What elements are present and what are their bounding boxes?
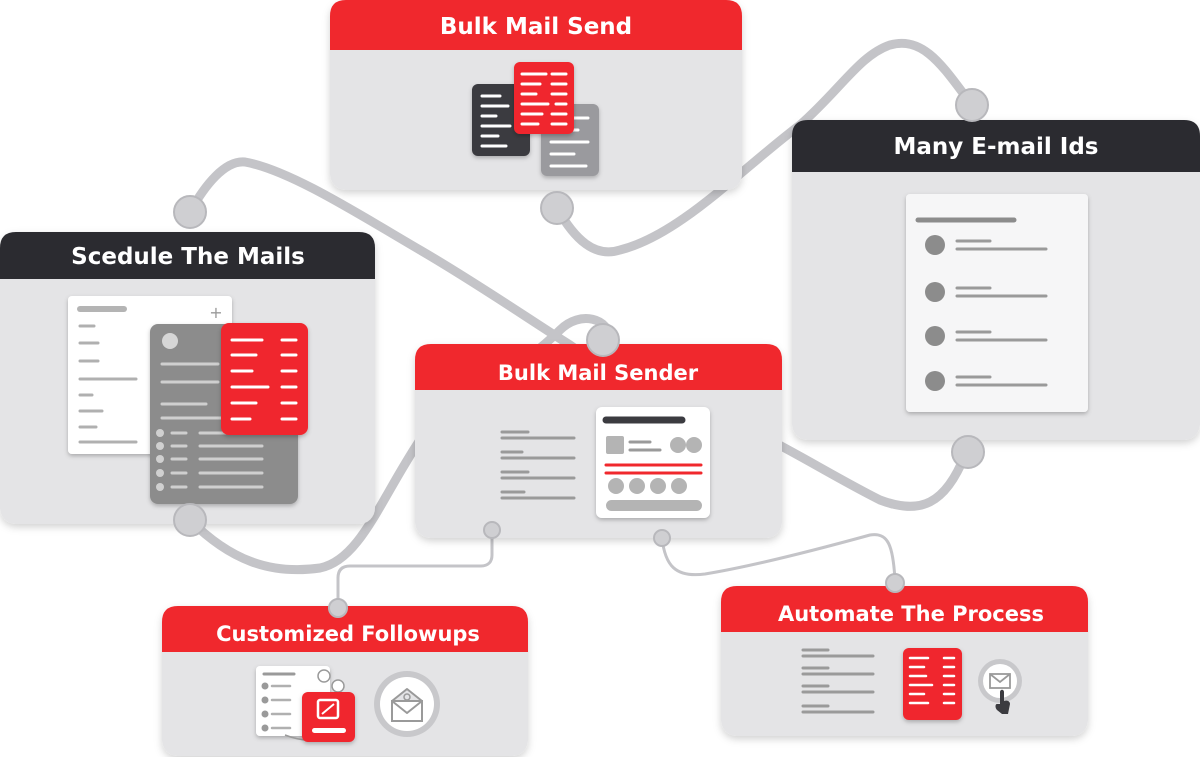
card-title: Scedule The Mails (71, 244, 305, 270)
card-header (721, 586, 1088, 632)
connector-sender-to-automate (660, 533, 897, 582)
email-list-item (925, 371, 1048, 391)
card-header (162, 606, 528, 652)
email-preview-panel (596, 407, 710, 518)
card-title: Bulk Mail Sender (498, 361, 699, 385)
connector-node (328, 598, 348, 618)
connector-node (173, 503, 207, 537)
envelope-icon (374, 671, 440, 737)
card-many-email-ids: Many E-mail Ids (792, 120, 1200, 440)
connector-node (586, 323, 620, 357)
connector-node (955, 88, 989, 122)
connector-node (951, 435, 985, 469)
plus-icon: + (209, 303, 222, 322)
card-title: Bulk Mail Send (440, 14, 632, 40)
email-list-item (925, 326, 1048, 346)
calendar-illustration: + (68, 296, 308, 504)
card-schedule-mails: Scedule The Mails + (0, 232, 375, 524)
connector-sender-to-emailids (755, 430, 970, 511)
card-header (792, 120, 1200, 172)
email-list-item (925, 282, 1048, 302)
connector-node (483, 521, 501, 539)
card-title: Many E-mail Ids (893, 134, 1098, 160)
connector-node (540, 191, 574, 225)
automate-illustration (801, 648, 1022, 720)
connector-node (173, 195, 207, 229)
hand-pointer-icon (995, 689, 1010, 714)
email-list-item (925, 235, 1048, 255)
card-bulk-mail-sender: Bulk Mail Sender (415, 344, 782, 538)
card-bulk-mail-send: Bulk Mail Send (330, 0, 742, 190)
card-customized-followups: Customized Followups (162, 606, 528, 756)
documents-illustration (472, 62, 599, 176)
card-title: Automate The Process (778, 602, 1044, 626)
text-lines-illustration (500, 430, 576, 500)
card-title: Customized Followups (216, 622, 480, 646)
email-list-panel (906, 194, 1088, 412)
connector-nodes (173, 88, 989, 618)
envelope-icon (978, 659, 1022, 703)
connector-sender-to-followups (336, 528, 494, 608)
card-automate-process: Automate The Process (721, 586, 1088, 736)
card-header (330, 0, 742, 50)
connector-node (653, 529, 671, 547)
card-header (415, 344, 782, 390)
card-header (0, 232, 375, 279)
connector-node (885, 573, 905, 593)
followup-illustration (256, 666, 440, 742)
